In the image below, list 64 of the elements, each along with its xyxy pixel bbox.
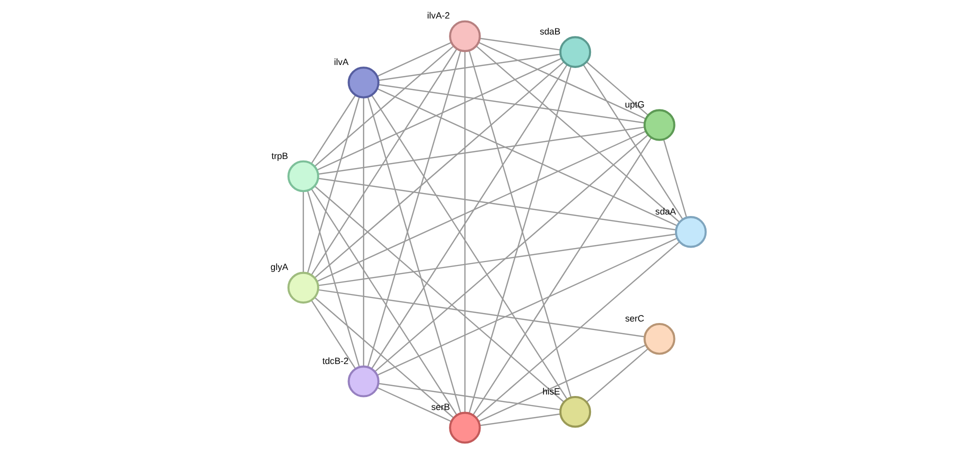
node-circle [448, 20, 480, 52]
node-label: hisE [542, 386, 560, 396]
node-circle [558, 396, 591, 428]
connector [478, 344, 646, 422]
connector [362, 98, 364, 366]
connector [586, 62, 648, 116]
connector [582, 64, 683, 220]
connector [378, 54, 560, 81]
connector [318, 289, 644, 338]
connector [478, 42, 646, 120]
node-circle [643, 109, 675, 141]
connector [472, 137, 652, 416]
node-label: serC [624, 313, 644, 324]
node-label: uptG [624, 100, 644, 110]
connector [314, 46, 454, 167]
node-circle [347, 66, 379, 98]
node-circle [347, 366, 379, 398]
connector [316, 58, 562, 170]
connector [317, 178, 676, 230]
connector [479, 38, 560, 51]
node-label: glyA [270, 262, 288, 272]
connector [310, 300, 356, 369]
connector [310, 94, 356, 164]
connector [464, 51, 466, 413]
connector [376, 42, 451, 77]
node-circle [558, 36, 591, 68]
node-circle [448, 412, 480, 444]
node-label: sdaB [539, 26, 560, 37]
connector [370, 94, 568, 400]
node-label: tdcB-2 [322, 356, 348, 366]
node-label: ilvA-2 [426, 10, 450, 21]
node-label: sdaA [654, 206, 676, 216]
connector [310, 188, 457, 416]
connector [318, 126, 644, 175]
connector [370, 64, 568, 370]
node-label: trpB [270, 150, 288, 161]
connector [376, 88, 677, 226]
connector [662, 139, 687, 218]
connector [306, 96, 360, 274]
node-circle [643, 322, 675, 355]
node-label: ilvA [333, 56, 348, 67]
connector [310, 48, 457, 276]
connector [314, 186, 564, 402]
connector [476, 241, 680, 418]
connector [366, 50, 461, 368]
connector [378, 84, 644, 124]
connector [586, 348, 648, 402]
node-label: serB [430, 402, 450, 412]
node-circle [674, 216, 706, 248]
connector [314, 297, 454, 418]
connector [314, 61, 564, 278]
connector [316, 130, 646, 282]
connector [476, 46, 680, 222]
connector [378, 382, 560, 410]
connector [376, 387, 452, 422]
connector [479, 413, 560, 426]
connector [302, 191, 304, 273]
node-circle [286, 272, 319, 304]
connector [376, 238, 677, 376]
connector [374, 134, 648, 372]
node-circle [286, 160, 319, 192]
connector [317, 233, 676, 286]
connector [366, 96, 461, 414]
connector [306, 190, 360, 368]
